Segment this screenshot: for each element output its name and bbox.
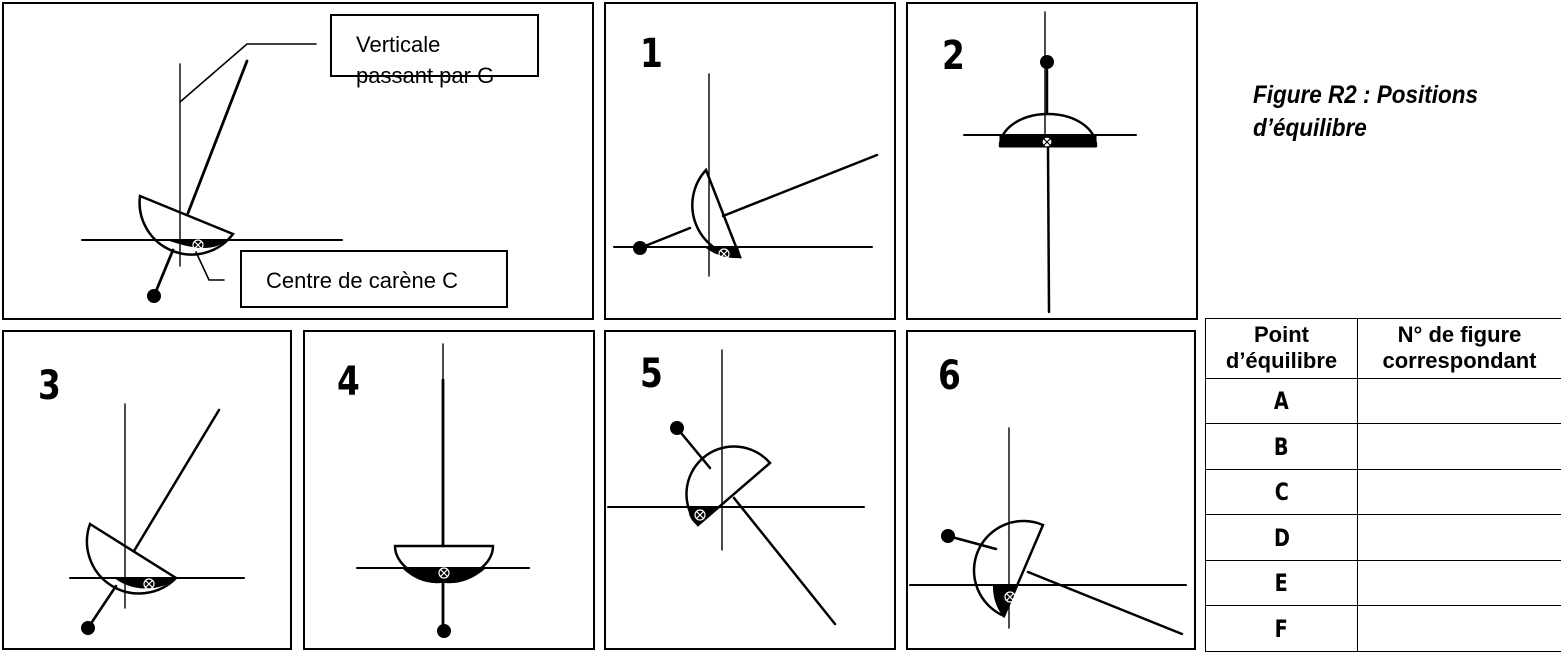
- header-figure: N° de figure correspondant: [1357, 318, 1561, 379]
- mast: [186, 59, 249, 215]
- answer-cell[interactable]: [1357, 605, 1561, 652]
- panel-3-drawing: [69, 403, 245, 635]
- table-row: D: [1205, 514, 1561, 561]
- answer-cell[interactable]: [1357, 559, 1561, 607]
- row-label-text: C: [1274, 478, 1289, 507]
- row-label: C: [1205, 468, 1358, 516]
- panel-1-number: 1: [640, 31, 663, 77]
- panel-5: 5: [604, 330, 896, 650]
- table-row: E: [1205, 559, 1561, 607]
- callout-centre: Centre de carène C: [240, 250, 508, 308]
- panel-5-number: 5: [640, 351, 663, 397]
- leader-line-vertical: [179, 43, 317, 103]
- table-row: A: [1205, 377, 1561, 425]
- table-header-row: Point d’équilibre N° de figure correspon…: [1205, 318, 1561, 379]
- panel-6-number: 6: [938, 353, 961, 399]
- panel-5-drawing: [607, 349, 865, 626]
- row-label-text: A: [1274, 386, 1289, 415]
- row-label: D: [1205, 514, 1358, 561]
- panel-6-drawing: [909, 427, 1187, 636]
- panel-4-number: 4: [337, 359, 360, 405]
- hull-shape: [138, 194, 235, 256]
- answer-cell[interactable]: [1357, 423, 1561, 470]
- callout-vertical-text: Verticale passant par G: [356, 32, 495, 88]
- panel-1: 1: [604, 2, 896, 320]
- panel-2: 2: [906, 2, 1198, 320]
- row-label-text: E: [1274, 569, 1289, 598]
- row-label: F: [1205, 605, 1358, 652]
- row-label-text: F: [1274, 614, 1289, 643]
- reference-drawing: [81, 43, 343, 303]
- callout-vertical: Verticale passant par G: [330, 14, 539, 88]
- panel-1-drawing: [613, 73, 879, 277]
- panel-2-number: 2: [942, 33, 965, 79]
- keel: [152, 248, 175, 298]
- buoyancy-centre-symbol: [192, 239, 204, 251]
- row-label: B: [1205, 423, 1358, 470]
- hull-ballast: [169, 239, 228, 248]
- panel-4: 4: [303, 330, 595, 650]
- row-label: E: [1205, 559, 1358, 607]
- row-label-text: B: [1274, 432, 1289, 461]
- leader-line-centre: [195, 251, 225, 281]
- row-label-text: D: [1273, 523, 1290, 552]
- answer-cell[interactable]: [1357, 468, 1561, 516]
- table-row: B: [1205, 423, 1561, 470]
- figure-caption: Figure R2 : Positions d’équilibre: [1253, 79, 1478, 145]
- panel-2-drawing: [963, 11, 1137, 314]
- keel-weight: [147, 289, 161, 303]
- panel-4-drawing: [356, 343, 530, 638]
- row-label: A: [1205, 377, 1358, 425]
- panel-3-number: 3: [38, 363, 61, 409]
- answer-cell[interactable]: [1357, 514, 1561, 561]
- header-point: Point d’équilibre: [1205, 318, 1358, 379]
- figure-caption-text: Figure R2 : Positions d’équilibre: [1253, 81, 1479, 142]
- panel-6: 6: [906, 330, 1196, 650]
- equilibrium-table: Point d’équilibre N° de figure correspon…: [1205, 318, 1561, 652]
- answer-cell[interactable]: [1357, 377, 1561, 425]
- table-row: F: [1205, 605, 1561, 652]
- table-row: C: [1205, 468, 1561, 516]
- reference-panel: Verticale passant par G Centre de carène…: [2, 2, 594, 320]
- callout-centre-text: Centre de carène C: [266, 268, 458, 293]
- panel-3: 3: [2, 330, 292, 650]
